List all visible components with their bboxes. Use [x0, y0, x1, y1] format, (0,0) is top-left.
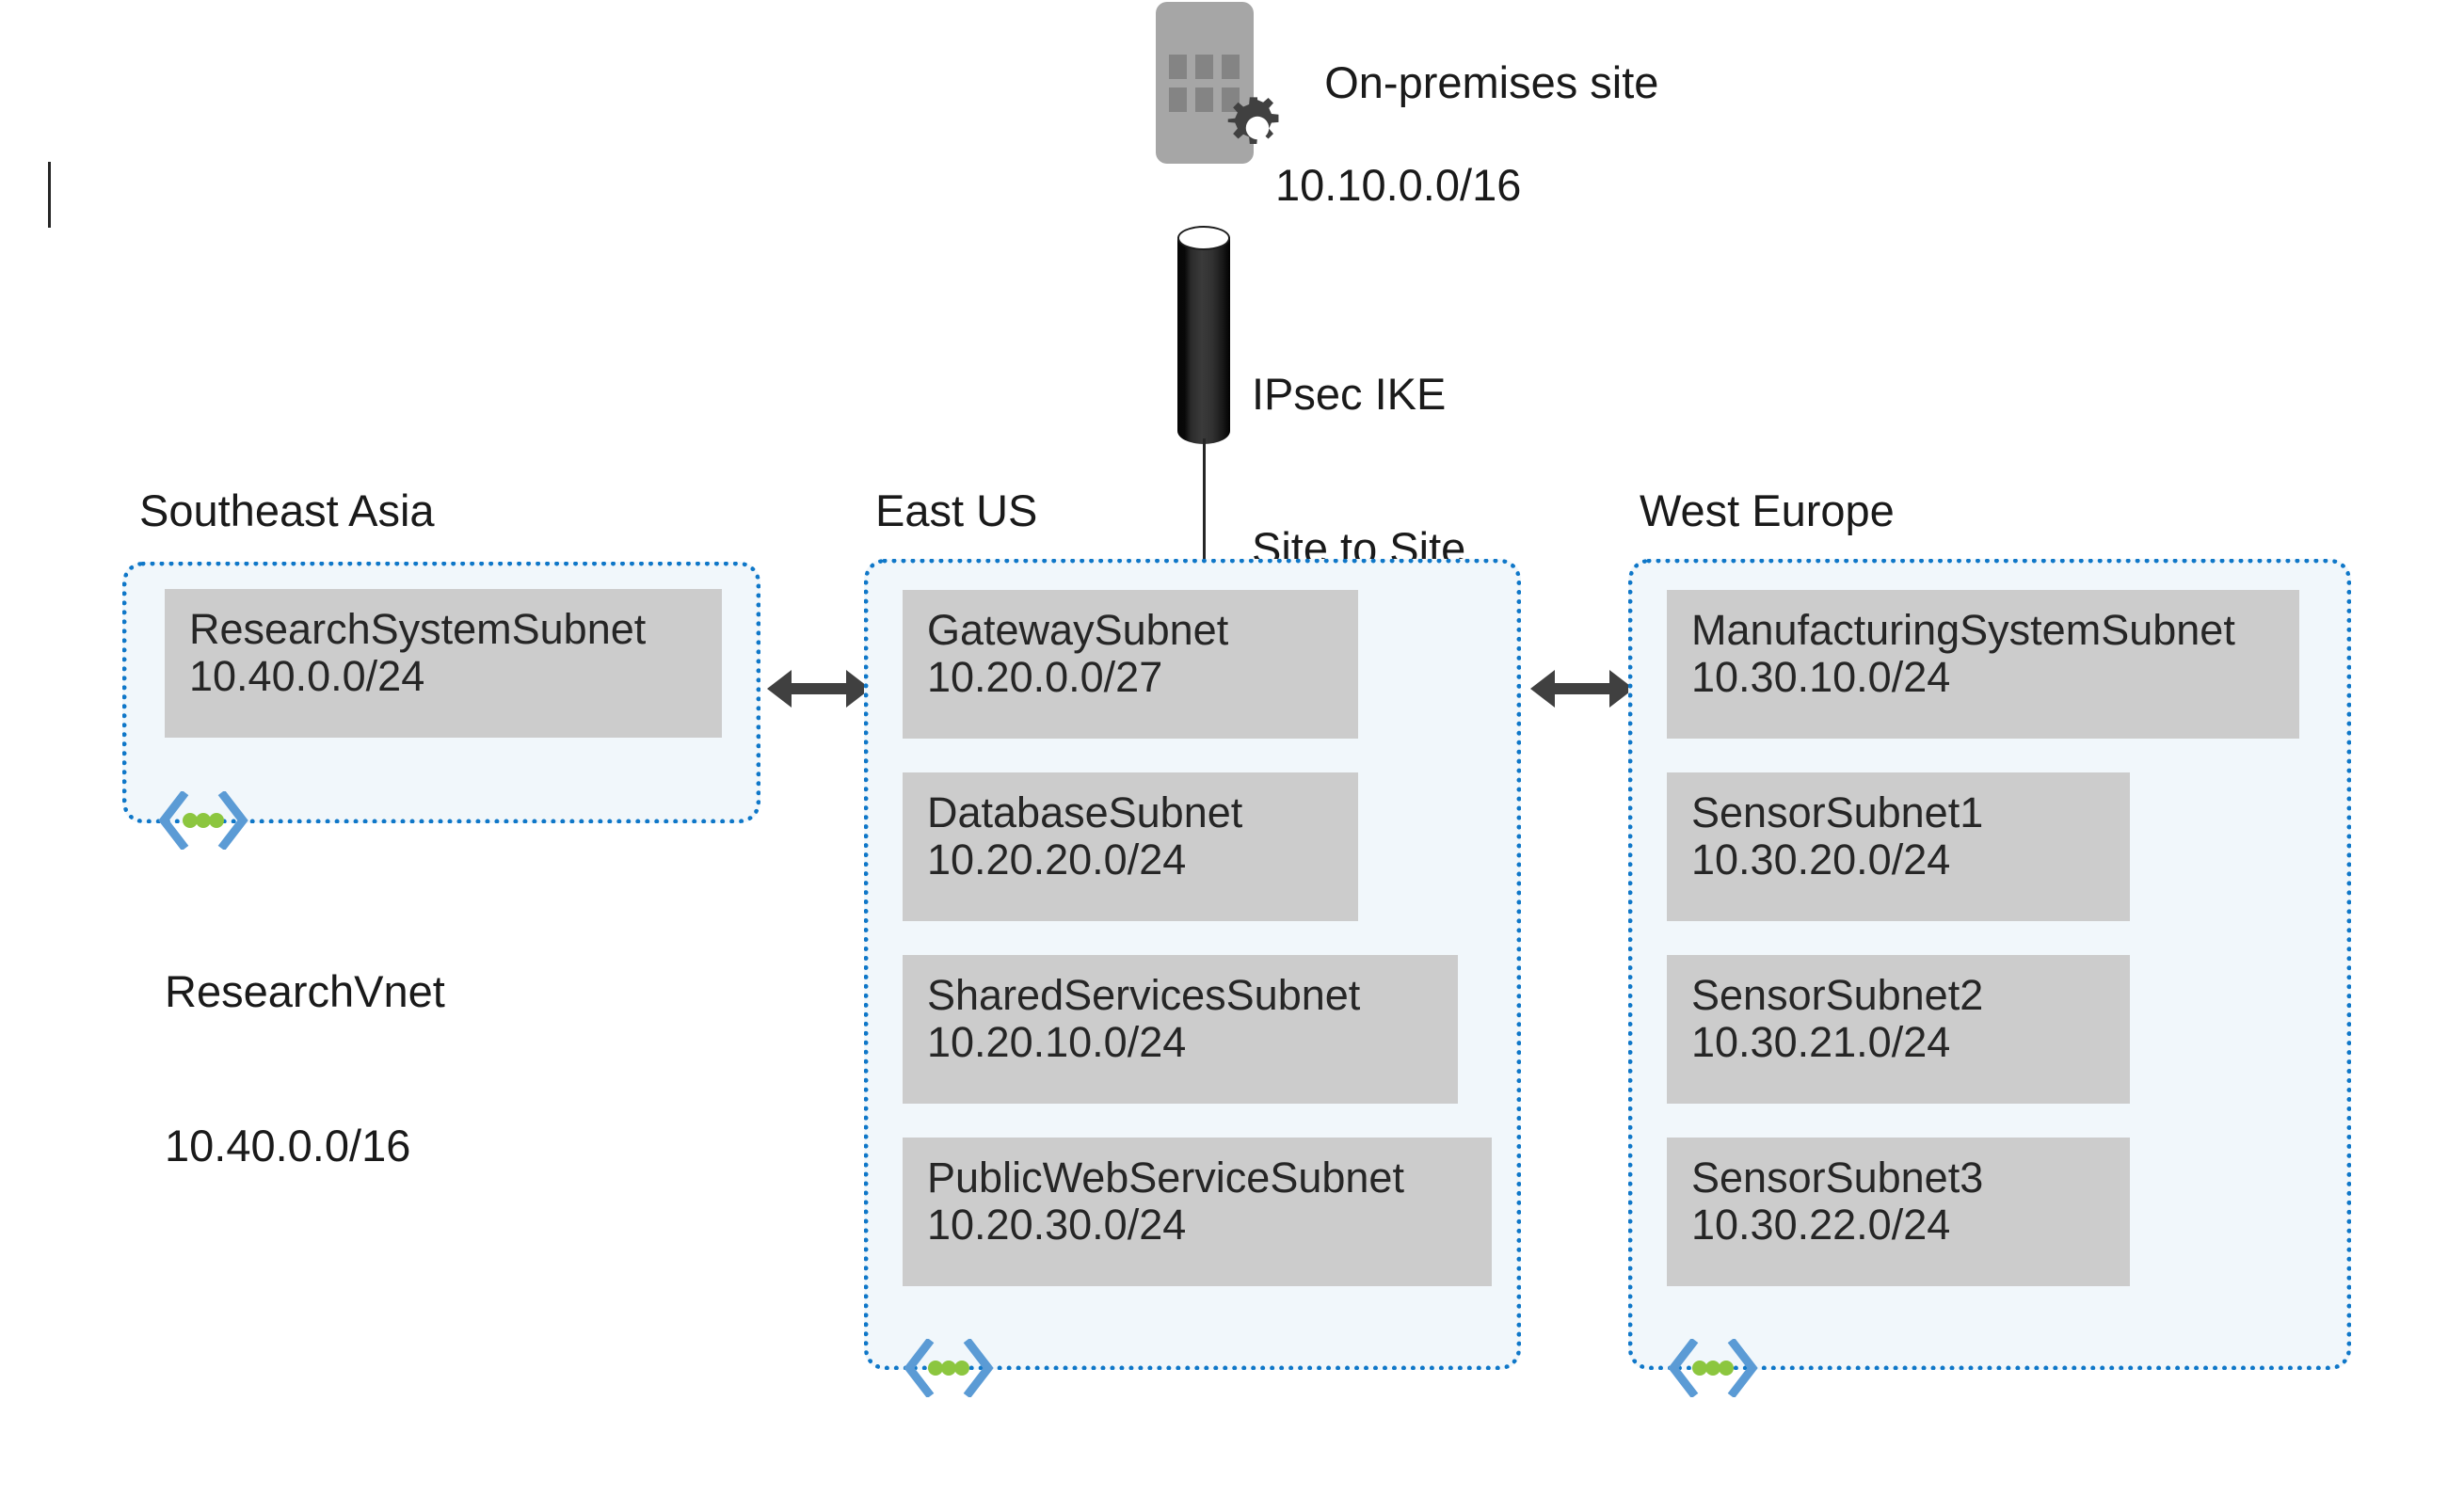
subnet-name: DatabaseSubnet [927, 788, 1243, 836]
double-arrow-icon-peering-left[interactable] [767, 660, 871, 717]
server-vent-cell [1169, 55, 1187, 79]
subnet-sensorsubnet1[interactable]: SensorSubnet1 10.30.20.0/24 [1667, 772, 2130, 921]
subnet-cidr: 10.20.0.0/27 [927, 653, 1163, 702]
server-vent-cell [1222, 55, 1240, 79]
vpn-tunnel-label-line-1: IPsec IKE [1252, 369, 1447, 420]
server-vent-cell [1169, 88, 1187, 112]
server-vent-cell [1195, 55, 1213, 79]
subnet-cidr: 10.40.0.0/24 [189, 652, 425, 701]
subnet-cidr: 10.30.22.0/24 [1691, 1201, 1951, 1249]
subnet-sharedservicessubnet[interactable]: SharedServicesSubnet 10.20.10.0/24 [903, 955, 1458, 1104]
region-label-west-europe: West Europe [1640, 485, 1895, 535]
vnet-container-coreservicesvnet[interactable]: GatewaySubnet 10.20.0.0/27 DatabaseSubne… [864, 559, 1521, 1370]
vnet-icon [904, 1339, 994, 1397]
vpn-tunnel-connector-line [1203, 438, 1206, 561]
vnet-container-manufacturingvnet[interactable]: ManufacturingSystemSubnet 10.30.10.0/24 … [1628, 559, 2351, 1370]
subnet-sensorsubnet2[interactable]: SensorSubnet2 10.30.21.0/24 [1667, 955, 2130, 1104]
subnet-manufacturingsystemsubnet[interactable]: ManufacturingSystemSubnet 10.30.10.0/24 [1667, 590, 2299, 739]
vnet-caption-researchvnet: ResearchVnet 10.40.0.0/16 [165, 864, 445, 1274]
subnet-publicwebservicesubnet[interactable]: PublicWebServiceSubnet 10.20.30.0/24 [903, 1138, 1492, 1286]
subnet-cidr: 10.20.10.0/24 [927, 1018, 1187, 1067]
vnet-caption-coreservicesvnet: CoreServicesVnet 10.20.0.0/16 [911, 1409, 1268, 1496]
double-arrow-icon-peering-right[interactable] [1530, 660, 1634, 717]
subnet-cidr: 10.20.30.0/24 [927, 1201, 1187, 1249]
subnet-cidr: 10.30.21.0/24 [1691, 1018, 1951, 1067]
subnet-databasesubnet[interactable]: DatabaseSubnet 10.20.20.0/24 [903, 772, 1358, 921]
server-icon [1156, 2, 1279, 164]
on-premises-name: On-premises site [1324, 56, 1659, 107]
gear-icon [1227, 97, 1279, 144]
region-label-southeast-asia: Southeast Asia [139, 485, 435, 535]
vpn-tunnel-icon [1177, 226, 1230, 444]
vpn-tunnel-cylinder [1177, 237, 1230, 444]
vnet-icon [1668, 1339, 1758, 1397]
subnet-name: SensorSubnet2 [1691, 971, 1984, 1019]
subnet-name: GatewaySubnet [927, 606, 1229, 654]
vnet-name: ResearchVnet [165, 966, 445, 1017]
subnet-cidr: 10.20.20.0/24 [927, 836, 1187, 884]
subnet-name: ResearchSystemSubnet [189, 605, 647, 653]
subnet-gatewaysubnet[interactable]: GatewaySubnet 10.20.0.0/27 [903, 590, 1358, 739]
subnet-name: SensorSubnet3 [1691, 1154, 1984, 1202]
subnet-name: ManufacturingSystemSubnet [1691, 606, 2235, 654]
server-vent-cell [1195, 88, 1213, 112]
vpn-tunnel-cap [1177, 226, 1230, 250]
subnet-name: SensorSubnet1 [1691, 788, 1984, 836]
on-premises-label: On-premises site 10.10.0.0/16 [1275, 6, 1658, 313]
subnet-name: SharedServicesSubnet [927, 971, 1361, 1019]
subnet-researchsystemsubnet[interactable]: ResearchSystemSubnet 10.40.0.0/24 [165, 589, 722, 738]
subnet-sensorsubnet3[interactable]: SensorSubnet3 10.30.22.0/24 [1667, 1138, 2130, 1286]
subnet-name: PublicWebServiceSubnet [927, 1154, 1404, 1202]
subnet-cidr: 10.30.10.0/24 [1691, 653, 1951, 702]
subnet-cidr: 10.30.20.0/24 [1691, 836, 1951, 884]
vnet-cidr: 10.40.0.0/16 [165, 1120, 411, 1170]
vnet-container-researchvnet[interactable]: ResearchSystemSubnet 10.40.0.0/24 [122, 562, 760, 823]
on-premises-cidr: 10.10.0.0/16 [1275, 159, 1522, 210]
vnet-caption-manufacturingvnet: ManufacturingVnet 10.30.0.0/16 [1675, 1409, 2047, 1496]
on-premises-connector-line [48, 162, 51, 228]
region-label-east-us: East US [875, 485, 1038, 535]
vnet-icon [158, 791, 248, 850]
